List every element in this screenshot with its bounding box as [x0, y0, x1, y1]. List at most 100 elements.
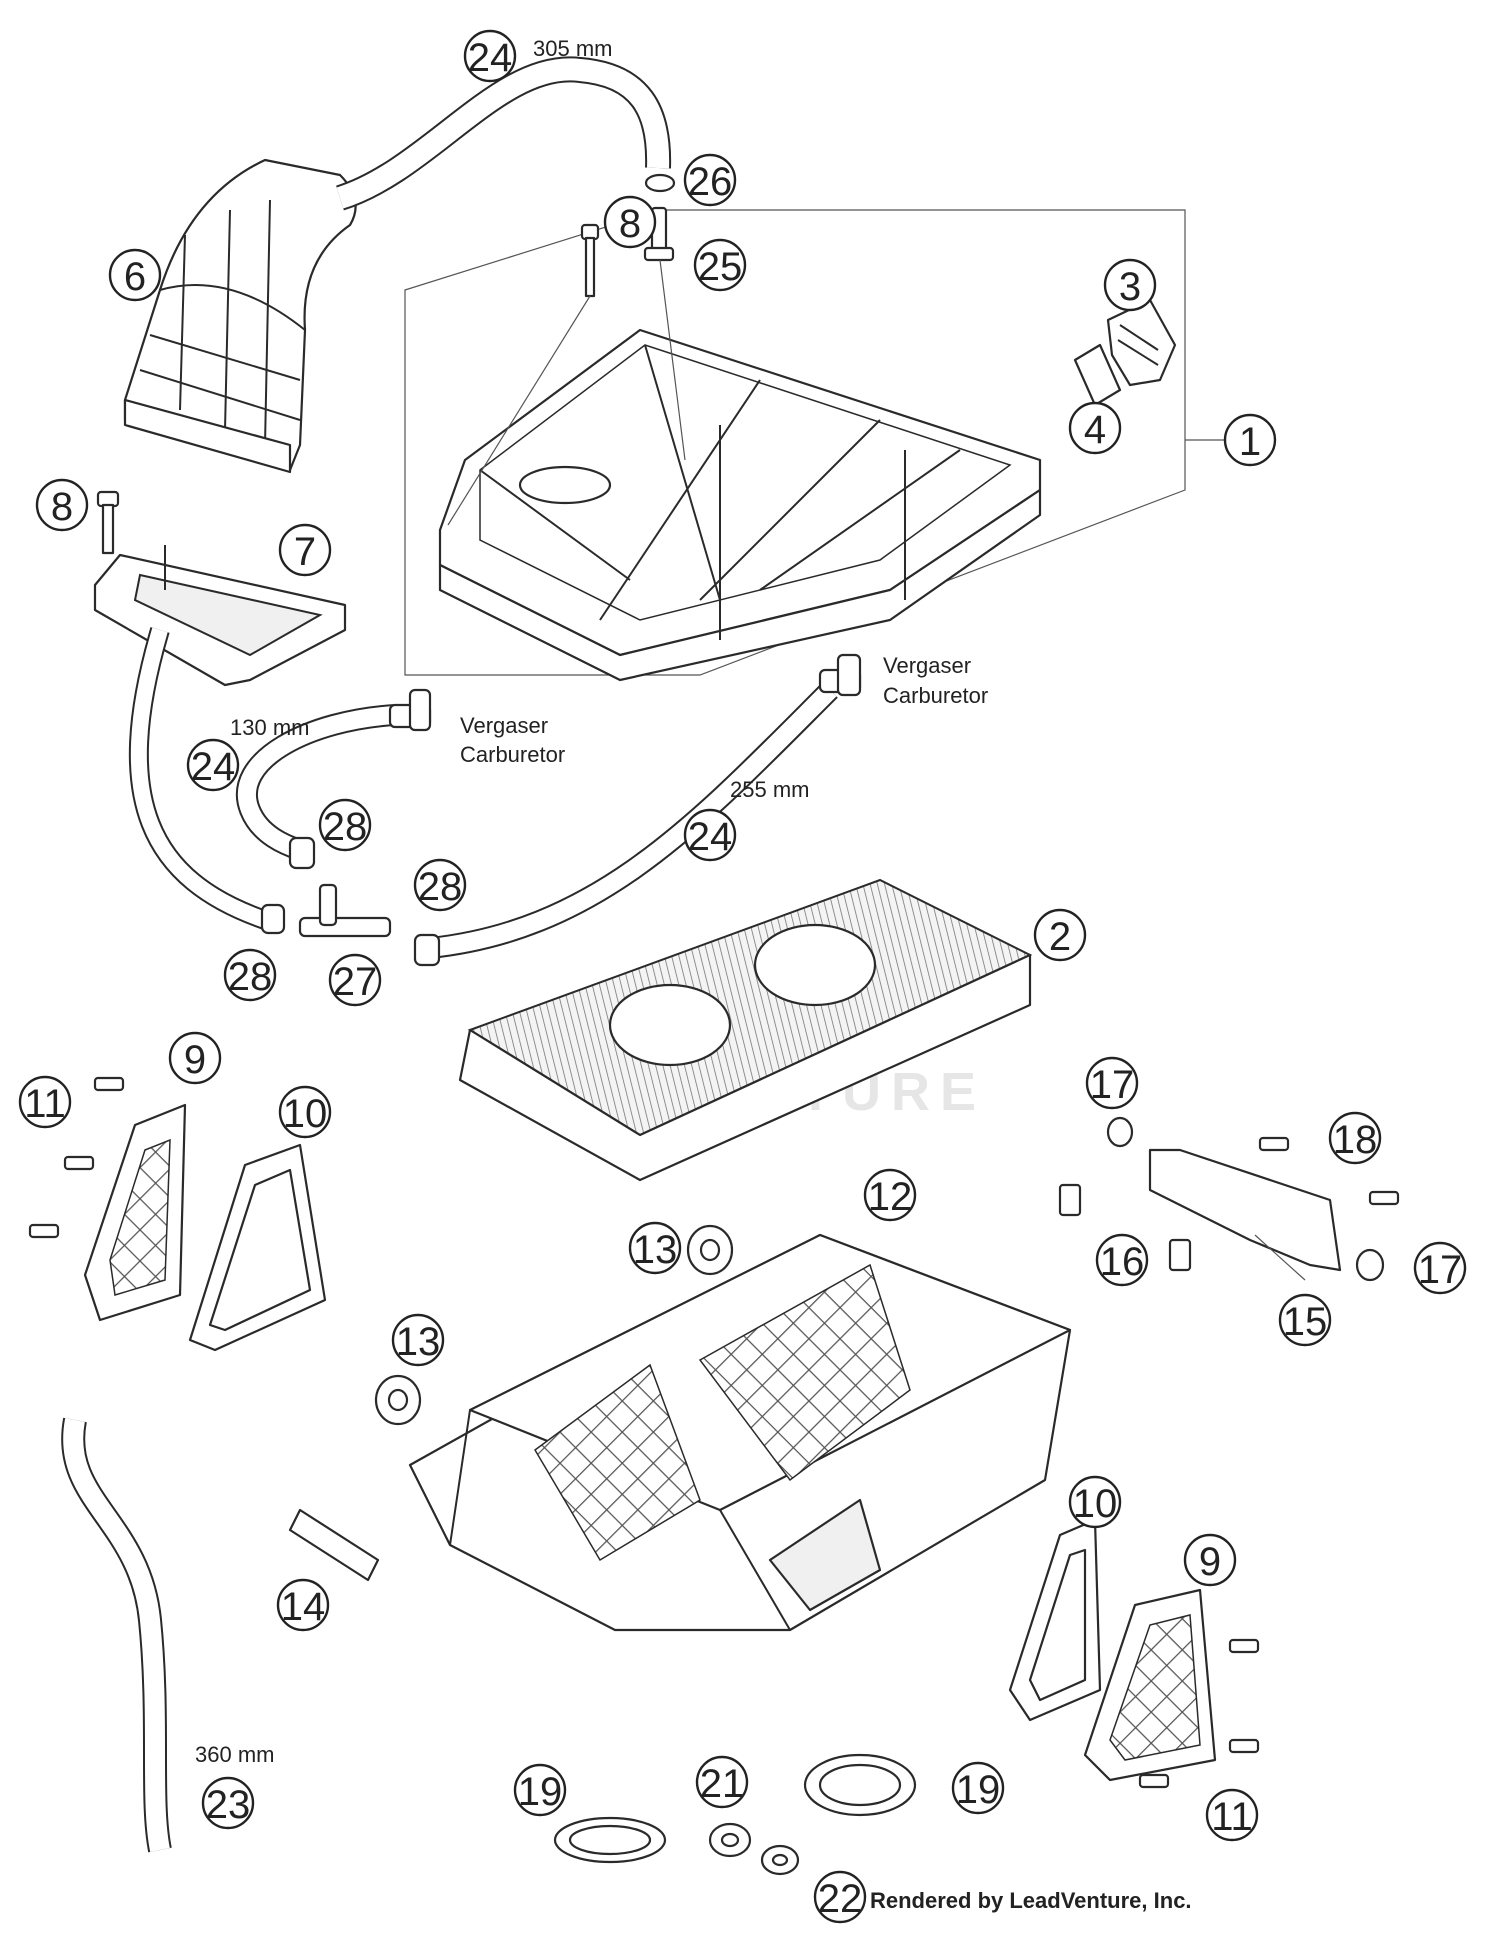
callout-24-left: 24 — [186, 738, 240, 792]
svg-text:19: 19 — [518, 1770, 563, 1814]
svg-text:15: 15 — [1283, 1300, 1328, 1344]
callout-15: 15 — [1278, 1293, 1332, 1347]
callout-10-right: 10 — [1068, 1475, 1122, 1529]
hose-clamp-28-a — [288, 836, 316, 870]
svg-text:13: 13 — [396, 1320, 441, 1364]
side-cover-9-right — [1083, 1588, 1217, 1782]
gasket-4 — [1073, 343, 1122, 407]
bolt-8-top — [447, 223, 600, 526]
svg-text:19: 19 — [956, 1768, 1001, 1812]
t-fitting-27 — [298, 883, 392, 938]
callout-28-right: 28 — [413, 858, 467, 912]
callout-7: 7 — [278, 523, 332, 577]
render-credit: Rendered by LeadVenture, Inc. — [870, 1888, 1192, 1913]
gasket-10-left — [188, 1143, 327, 1352]
callout-14: 14 — [276, 1578, 330, 1632]
screws-11-right — [1138, 1638, 1260, 1789]
callout-16: 16 — [1095, 1233, 1149, 1287]
svg-text:4: 4 — [1084, 408, 1106, 452]
callout-13-upper: 13 — [628, 1221, 682, 1275]
clip-14 — [288, 1508, 380, 1582]
svg-text:6: 6 — [124, 255, 146, 299]
callout-27: 27 — [328, 953, 382, 1007]
callout-13-lower: 13 — [391, 1313, 445, 1367]
svg-text:2: 2 — [1049, 915, 1071, 959]
air-box-cover — [438, 328, 1042, 682]
hose-left-length: 130 mm — [230, 715, 309, 740]
svg-text:26: 26 — [688, 160, 733, 204]
callout-28-upper: 28 — [318, 798, 372, 852]
screws-18 — [1258, 1136, 1400, 1206]
svg-text:11: 11 — [24, 1082, 66, 1126]
svg-text:9: 9 — [1199, 1540, 1221, 1584]
callout-17-upper: 17 — [1085, 1056, 1139, 1110]
carb-label-en-1: Carburetor — [460, 742, 565, 767]
svg-text:24: 24 — [468, 36, 513, 80]
svg-text:1: 1 — [1239, 420, 1261, 464]
air-box-lower-12 — [408, 1233, 1072, 1632]
air-filter-2 — [458, 878, 1033, 1182]
callout-4: 4 — [1068, 401, 1122, 455]
carb-elbow-right — [818, 653, 862, 697]
svg-text:27: 27 — [333, 960, 378, 1004]
hose-top-length: 305 mm — [533, 36, 612, 61]
callout-24-right: 24 — [683, 808, 737, 862]
callout-9-left: 9 — [168, 1031, 222, 1085]
svg-text:14: 14 — [281, 1585, 326, 1629]
carb-label-en-2: Carburetor — [883, 683, 988, 708]
svg-text:24: 24 — [191, 745, 236, 789]
svg-text:13: 13 — [633, 1228, 678, 1272]
svg-text:28: 28 — [323, 805, 368, 849]
intake-flange-7 — [93, 545, 347, 687]
gasket-10-right — [1008, 1518, 1102, 1722]
svg-text:8: 8 — [619, 202, 641, 246]
intake-boot-6 — [123, 158, 357, 474]
svg-text:17: 17 — [1418, 1248, 1463, 1292]
intake-grille-3 — [1106, 298, 1177, 387]
callout-10-left: 10 — [278, 1085, 332, 1139]
bracket-15 — [1148, 1148, 1342, 1281]
callout-8-left: 8 — [35, 478, 89, 532]
bolt-8-left — [96, 490, 120, 555]
svg-text:28: 28 — [418, 865, 463, 909]
callout-26: 26 — [683, 153, 737, 207]
carb-label-de-1: Vergaser — [460, 713, 548, 738]
svg-text:16: 16 — [1100, 1240, 1145, 1284]
grommet-13-upper — [686, 1224, 734, 1276]
hose-clamp-28-b — [260, 903, 286, 935]
hose-right-length: 255 mm — [730, 777, 809, 802]
svg-text:11: 11 — [1211, 1795, 1253, 1839]
callout-11-left: 11 — [18, 1075, 72, 1129]
svg-text:10: 10 — [1073, 1482, 1118, 1526]
grommet-13-lower — [374, 1374, 422, 1426]
callout-8-top: 8 — [603, 195, 657, 249]
clip-nut-16-b — [1168, 1238, 1192, 1272]
callout-9-right: 9 — [1183, 1533, 1237, 1587]
callout-24-top: 24 — [463, 29, 517, 83]
svg-text:23: 23 — [206, 1783, 251, 1827]
callout-3: 3 — [1103, 258, 1157, 312]
callout-22: 22 — [813, 1870, 867, 1924]
callout-18: 18 — [1328, 1111, 1382, 1165]
clip-nut-16-a — [1058, 1183, 1082, 1217]
seal-ring-19-left — [553, 1816, 667, 1864]
screws-11-left — [28, 1076, 125, 1239]
callout-11-right: 11 — [1205, 1788, 1259, 1842]
callout-25: 25 — [693, 238, 747, 292]
hose-clamp-26 — [644, 173, 676, 193]
hose-clamp-28-c — [413, 933, 441, 967]
svg-text:18: 18 — [1333, 1118, 1378, 1162]
side-cover-9-left — [83, 1103, 187, 1322]
svg-text:25: 25 — [698, 245, 743, 289]
svg-text:7: 7 — [294, 530, 316, 574]
callout-21: 21 — [695, 1755, 749, 1809]
callout-2: 2 — [1033, 908, 1087, 962]
svg-text:10: 10 — [283, 1092, 328, 1136]
svg-text:12: 12 — [868, 1175, 913, 1219]
callout-19-right: 19 — [951, 1761, 1005, 1815]
rubber-17-b — [1355, 1248, 1385, 1282]
carb-label-de-2: Vergaser — [883, 653, 971, 678]
svg-text:28: 28 — [228, 955, 273, 999]
carb-elbow-left — [388, 688, 432, 732]
svg-text:17: 17 — [1090, 1063, 1135, 1107]
